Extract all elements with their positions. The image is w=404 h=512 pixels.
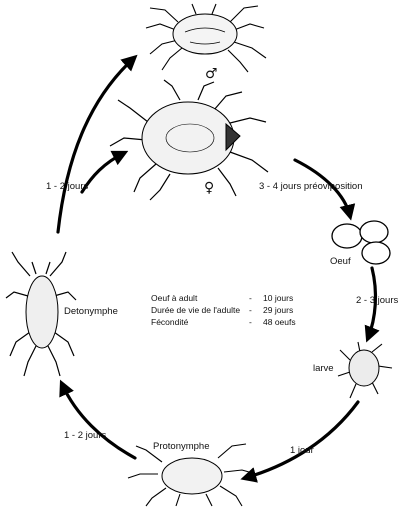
stat-row: Durée de vie de l'adulte - 29 jours [151,304,316,316]
larva-label: larve [313,363,334,374]
larva-illustration [337,341,393,399]
stat-value: 48 oeufs [263,317,296,327]
arrow-larva-to-protonymph [240,400,360,483]
arrow-deutonymph-to-female [80,150,129,194]
stat-dash: - [249,293,252,303]
protonymph-label: Protonymphe [153,441,210,452]
egg-label: Oeuf [330,256,351,267]
deutonymph-illustration [5,251,77,377]
egg-to-larva-label: 2 - 3 jours [356,295,399,306]
protonymph-to-deutonymph-label: 1 - 2 jours [64,430,107,441]
protonymph-illustration [127,443,257,507]
stat-dash: - [249,305,252,315]
deutonymph-to-adult-label: 1 - 2 jours [46,181,89,192]
male-mite-illustration [145,3,267,73]
stat-value: 29 jours [263,305,294,315]
stat-row: Oeuf à adult - 10 jours [151,292,316,304]
arrow-female-to-egg [293,158,356,221]
stat-label: Durée de vie de l'adulte [151,305,241,315]
egg-illustration [331,220,391,265]
stat-label: Fécondité [151,317,189,327]
stat-value: 10 jours [263,293,294,303]
stat-row: Fécondité - 48 oeufs [151,316,316,328]
stat-dash: - [249,317,252,327]
arrow-deutonymph-to-male [56,54,138,234]
preoviposition-label: 3 - 4 jours préoviposition [259,181,363,192]
life-cycle-stats: Oeuf à adult - 10 jours Durée de vie de … [151,292,316,328]
male-symbol: ♂ [205,66,218,82]
deutonymph-label: Detonymphe [64,306,118,317]
arrow-egg-to-larva [364,266,380,343]
stat-label: Oeuf à adult [151,293,198,303]
female-mite-illustration [109,79,269,201]
larva-to-protonymph-label: 1 jour [290,445,314,456]
female-symbol: ♀ [204,180,215,196]
arrow-protonymph-to-deutonymph [59,379,137,460]
cycle-arrows [56,54,380,483]
